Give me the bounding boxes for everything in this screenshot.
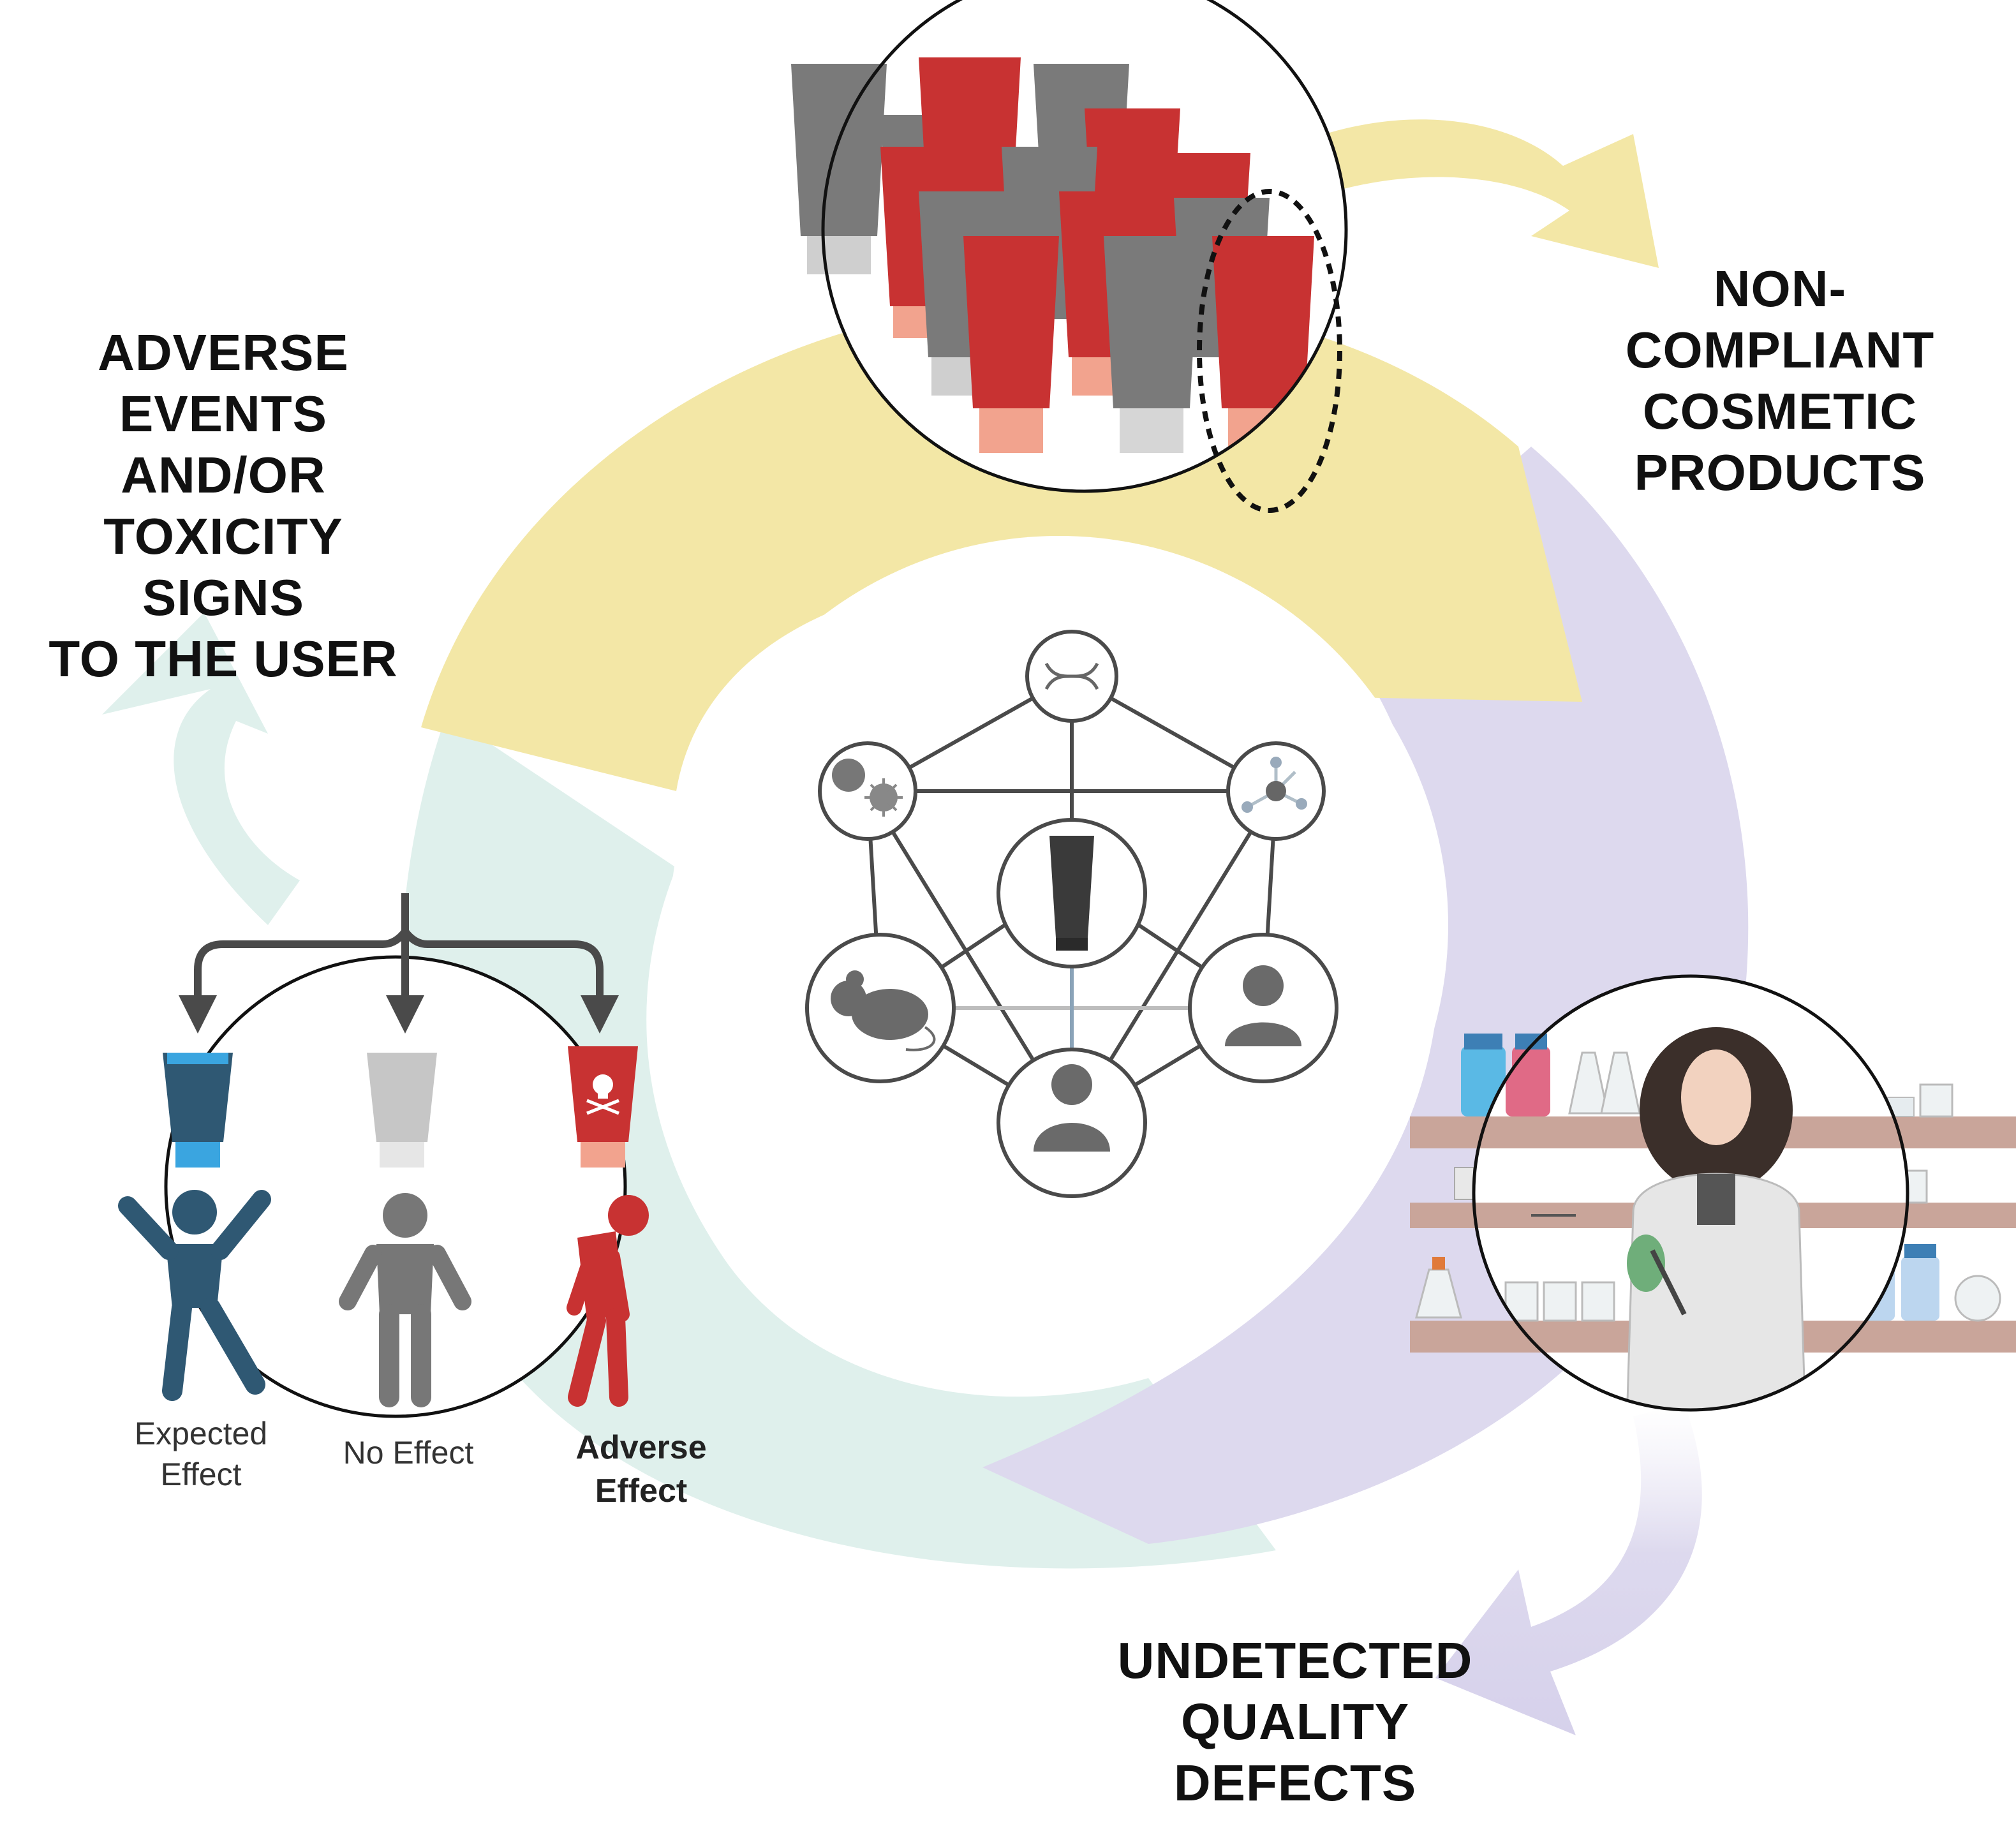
adverse-effect-line-1: Adverse — [575, 1429, 707, 1466]
node-tube — [997, 818, 1147, 968]
adverse-events-line-3: TOXICITY SIGNS — [103, 508, 343, 626]
no-effect-label: No Effect — [343, 1435, 474, 1471]
tubes-frame — [821, 0, 1348, 493]
sick-person-icon — [567, 1195, 649, 1407]
cell-icon — [832, 759, 865, 792]
non-compliant-line-4: PRODUCTS — [1634, 444, 1926, 501]
gray-tube — [367, 1053, 437, 1142]
scientist-icon — [1626, 1027, 1807, 1410]
adverse-events-line-1: ADVERSE — [98, 324, 349, 381]
node-person-right — [1188, 933, 1338, 1083]
yellow-outer-arrow — [1263, 119, 1659, 268]
person-icon — [1225, 965, 1301, 1046]
branch-arrow — [194, 893, 604, 995]
non-compliant-line-3: COSMETIC — [1642, 383, 1918, 440]
adverse-events-line-2: EVENTS AND/OR — [119, 385, 328, 503]
undetected-label: UNDETECTED QUALITY DEFECTS — [1097, 1630, 1493, 1814]
skull-icon — [586, 1074, 619, 1115]
users-frame — [164, 955, 627, 1418]
lab-frame — [1472, 974, 1909, 1412]
tubes-cluster — [791, 0, 1348, 513]
person-icon — [1034, 1064, 1110, 1152]
undetected-line-3: DEFECTS — [1173, 1754, 1417, 1811]
node-dna — [1025, 630, 1118, 723]
node-person-bottom — [997, 1048, 1147, 1198]
happy-person-icon — [118, 1190, 271, 1401]
adverse-events-line-4: TO THE USER — [48, 630, 398, 687]
purple-outer-arrow — [1435, 1404, 1702, 1735]
users-scene — [118, 893, 649, 1418]
node-mouse — [805, 933, 956, 1083]
non-compliant-label: NON- COMPLIANT COSMETIC PRODUCTS — [1608, 258, 1952, 503]
dna-icon — [1044, 662, 1099, 690]
expected-effect-label: Expected Effect — [108, 1413, 293, 1495]
non-compliant-line-1: NON- — [1713, 260, 1847, 317]
blue-tube — [163, 1053, 233, 1142]
adverse-effect-label: Adverse Effect — [549, 1426, 734, 1513]
undetected-line-2: QUALITY — [1180, 1693, 1410, 1750]
expected-effect-line-2: Effect — [160, 1457, 242, 1492]
highlight-ellipse — [1197, 189, 1342, 513]
node-molecule — [1226, 741, 1326, 841]
node-cell — [818, 741, 917, 841]
neutral-person-icon — [339, 1193, 471, 1407]
undetected-line-1: UNDETECTED — [1117, 1632, 1473, 1689]
adverse-effect-line-2: Effect — [595, 1472, 688, 1509]
expected-effect-line-1: Expected — [134, 1416, 268, 1451]
teal-outer-arrow — [102, 612, 300, 925]
cosmetic-tube-icon — [1049, 836, 1094, 938]
mouse-icon — [831, 970, 936, 1051]
adverse-events-label: ADVERSE EVENTS AND/OR TOXICITY SIGNS TO … — [19, 322, 427, 690]
non-compliant-line-2: COMPLIANT — [1625, 322, 1935, 378]
lab-scene — [1410, 974, 2016, 1412]
